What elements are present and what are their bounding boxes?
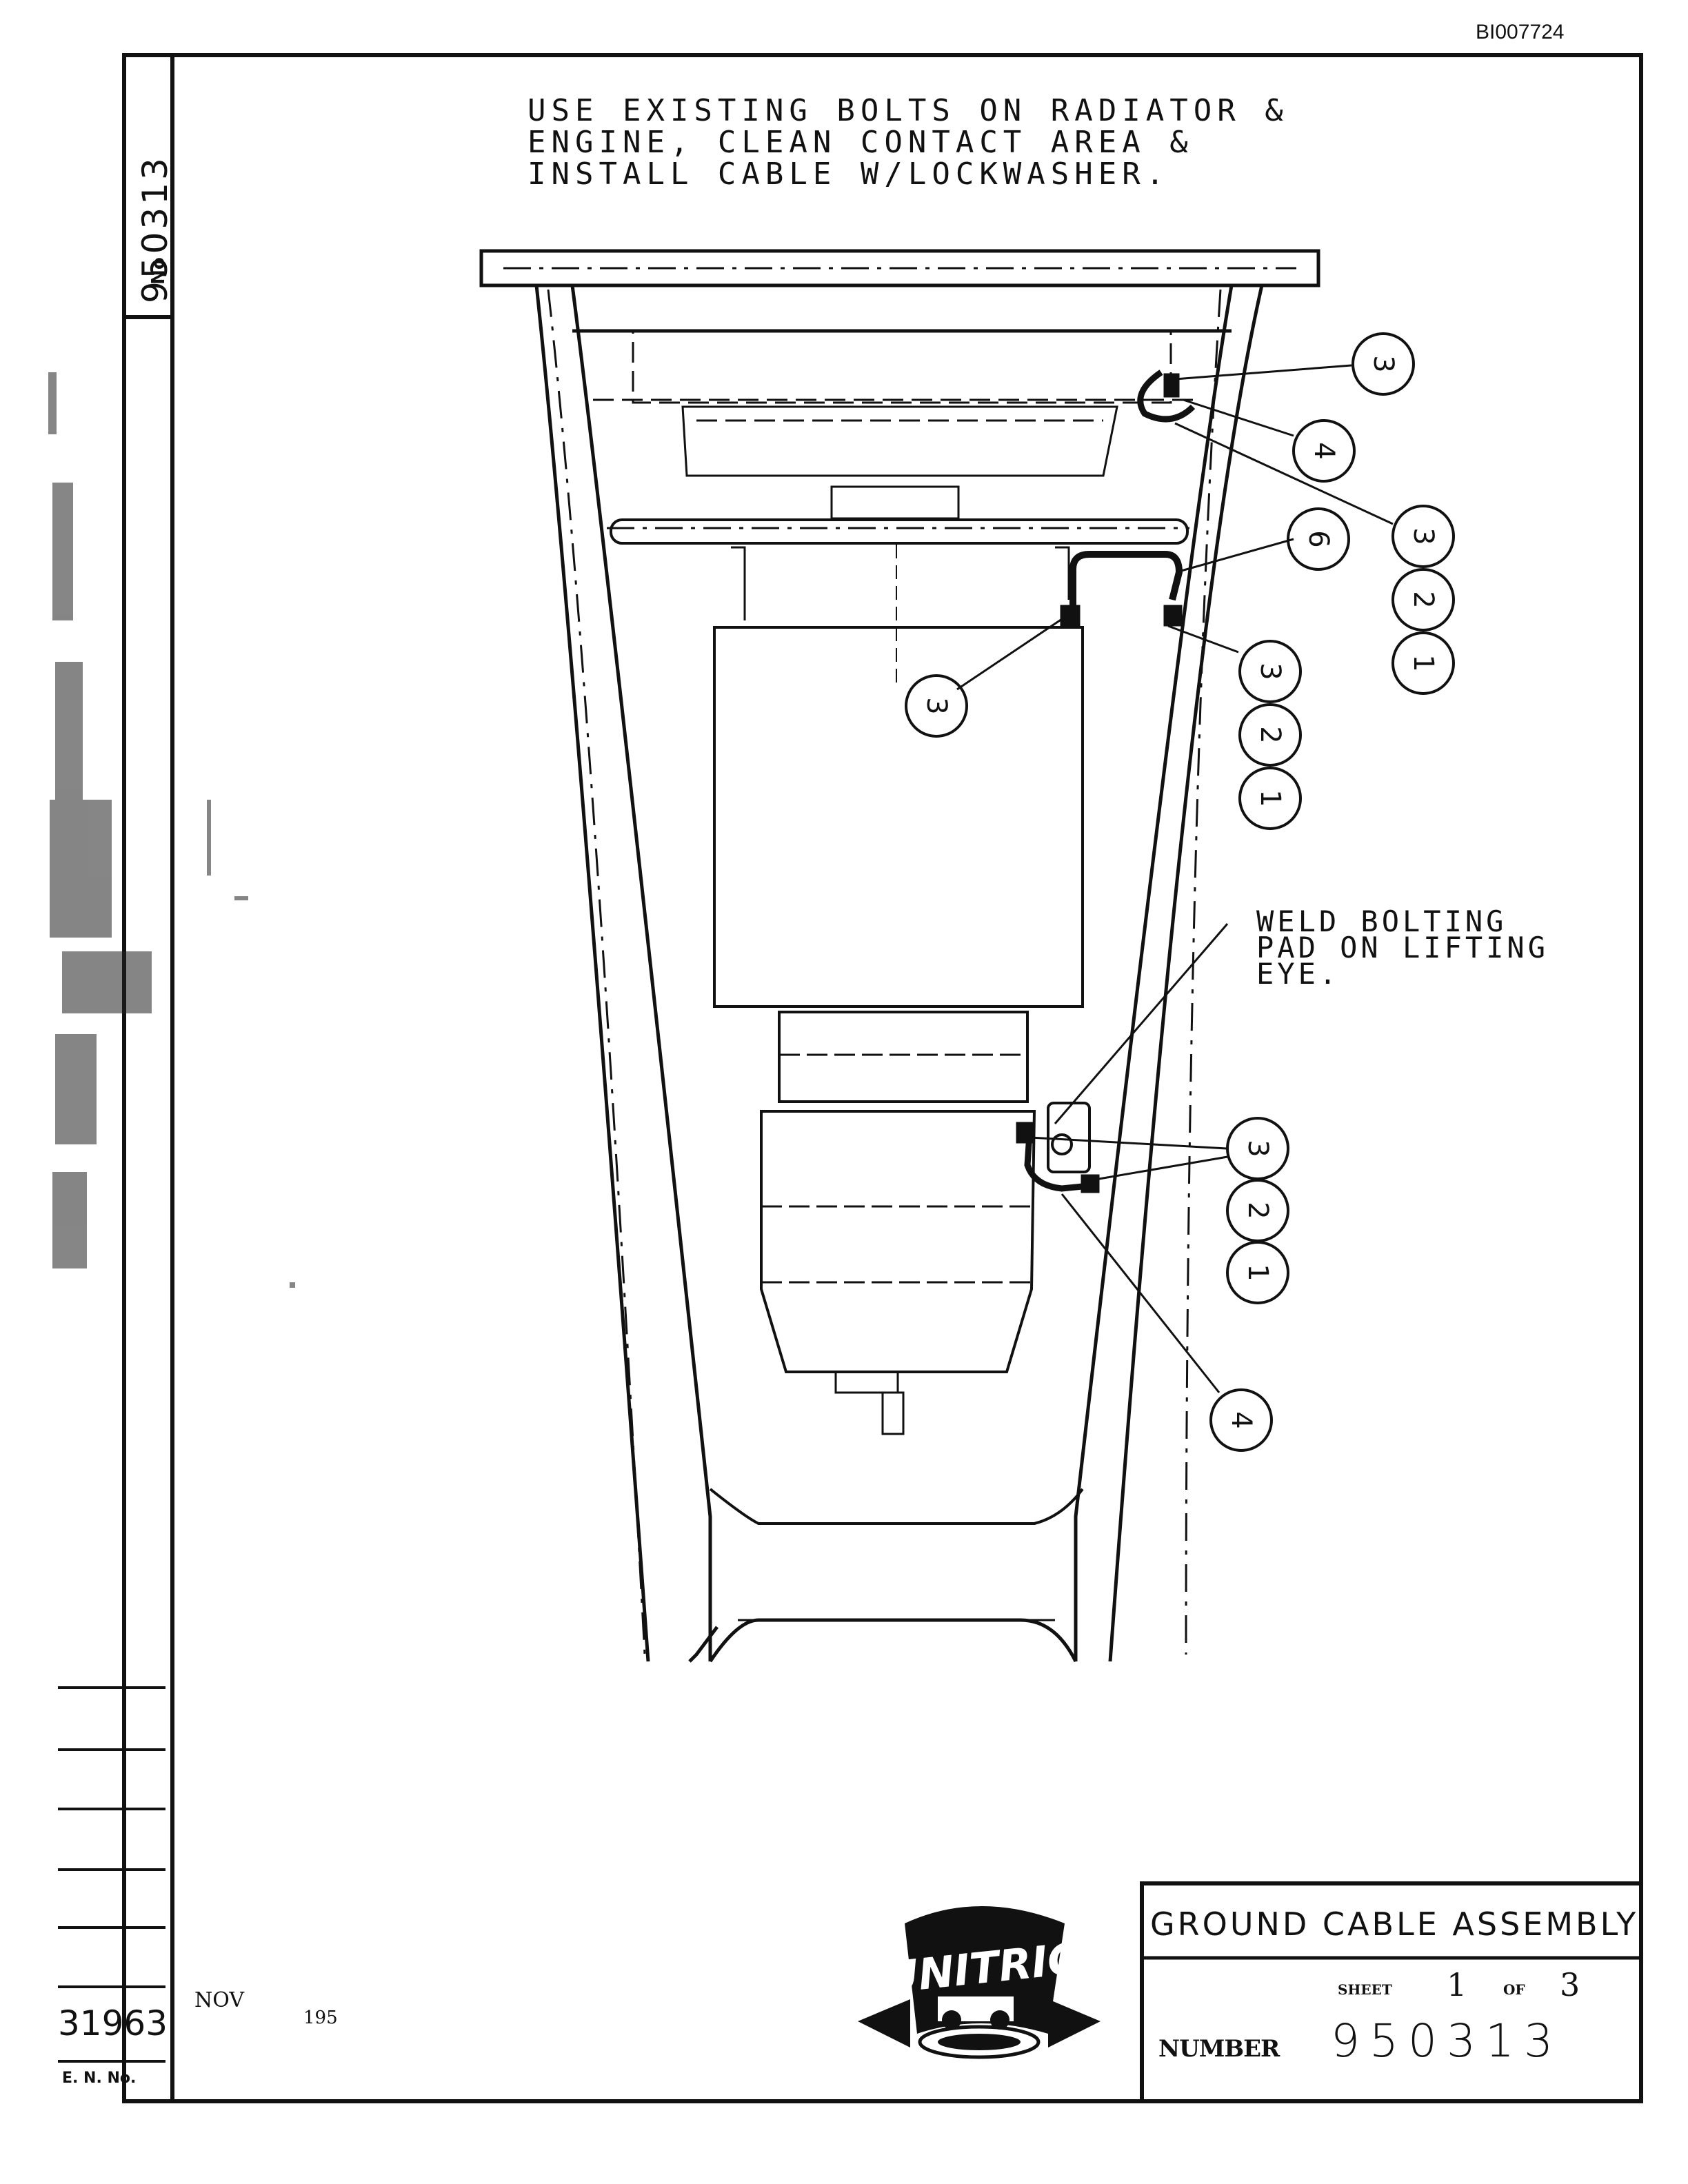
callout-3-right-text: 3 [1407, 527, 1439, 545]
ground-cable-bottom [1024, 1123, 1090, 1192]
callout-3-top-text: 3 [1367, 355, 1399, 372]
document-id: BI007724 [1476, 21, 1565, 43]
callout-3-top [1352, 332, 1415, 396]
callout-4-top-text: 4 [1308, 442, 1340, 459]
en-year: 195 [303, 2008, 338, 2028]
drawing-border [122, 53, 1643, 2103]
general-note-line-1: USE EXISTING BOLTS ON RADIATOR & [528, 93, 1289, 128]
number-box [122, 53, 174, 319]
ground-cable-middle [1069, 551, 1183, 605]
of-label: OF [1503, 1981, 1525, 1998]
en-label: E. N. No. [62, 2070, 137, 2087]
transmission [760, 1110, 1036, 1373]
callout-1-right [1391, 631, 1455, 695]
callout-3-low-text: 3 [1242, 1140, 1274, 1157]
sheet-total: 3 [1560, 1966, 1580, 2003]
scan-noise [48, 372, 295, 1288]
general-note: USE EXISTING BOLTS ON RADIATOR & ENGINE,… [528, 95, 1289, 190]
callout-4-bottom-text: 4 [1225, 1411, 1257, 1428]
unitrig-logo: UNITRIG [858, 1906, 1101, 2059]
weld-note: WELD BOLTING PAD ON LIFTING EYE. [1256, 904, 1549, 991]
en-date: NOV [194, 1988, 244, 2012]
callout-3-left-text: 3 [921, 697, 952, 714]
callout-2-mid [1238, 703, 1302, 767]
flywheel-housing [778, 1011, 1029, 1103]
callout-1-mid-text: 1 [1254, 789, 1286, 807]
sheet-label: SHEET [1338, 1981, 1392, 1998]
radiator-bar [479, 249, 1320, 287]
frame-rail-right [1108, 285, 1264, 1662]
callout-3-right [1391, 505, 1455, 568]
title-block-title: GROUND CABLE ASSEMBLY [1150, 1905, 1639, 1943]
callout-2-right [1391, 568, 1455, 631]
callout-2-right-text: 2 [1407, 591, 1439, 608]
callout-1-right-text: 1 [1407, 654, 1439, 671]
number-value: 950313 [1331, 2014, 1563, 2067]
general-note-line-2: ENGINE, CLEAN CONTACT AREA & [528, 125, 1194, 160]
callout-3-mid [1238, 640, 1302, 703]
callout-4-top [1292, 419, 1356, 483]
callout-1-low-text: 1 [1242, 1264, 1274, 1281]
sheet-number: 1 [1447, 1966, 1467, 2003]
callout-6 [1287, 507, 1350, 571]
callout-4-bottom [1209, 1388, 1273, 1452]
callout-2-mid-text: 2 [1254, 726, 1286, 743]
ground-cable-top [1137, 370, 1196, 423]
en-number: 31963 [58, 2003, 168, 2043]
callout-1-low [1226, 1241, 1289, 1304]
callout-3-mid-text: 3 [1254, 663, 1286, 680]
vertical-number-prefix: No [148, 257, 169, 285]
engine-block [713, 626, 1084, 1008]
general-note-line-3: INSTALL CABLE W/LOCKWASHER. [528, 156, 1170, 192]
title-block [1140, 1881, 1643, 2103]
weld-note-line-2: PAD ON LIFTING [1256, 931, 1549, 964]
weld-note-line-1: WELD BOLTING [1256, 904, 1507, 938]
callout-2-low-text: 2 [1242, 1202, 1274, 1219]
callout-6-text: 6 [1303, 530, 1334, 547]
number-label: NUMBER [1158, 2035, 1280, 2063]
callout-3-left [905, 674, 968, 738]
fan-pulley [681, 405, 1118, 477]
weld-note-line-3: EYE. [1256, 957, 1340, 991]
callout-1-mid [1238, 767, 1302, 830]
frame-rail-left [534, 285, 650, 1662]
